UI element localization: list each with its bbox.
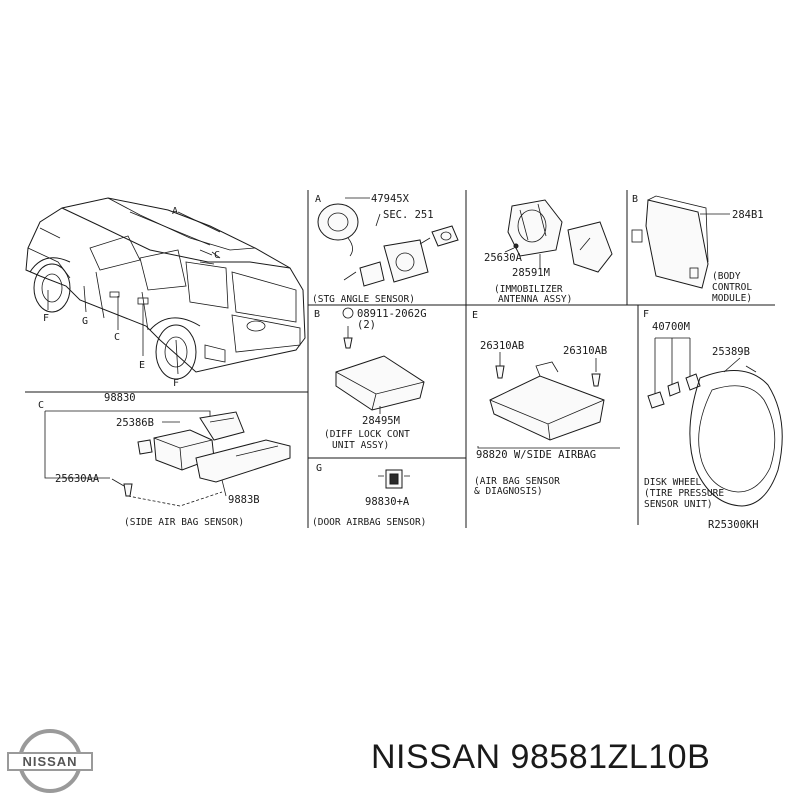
section-immobilizer: 25630A 28591M (IMMOBILIZER ANTENNA ASSY) [484, 199, 613, 305]
part-26310ab-left: 26310AB [480, 340, 524, 352]
diagram-reference-code: R25300KH [708, 519, 759, 531]
section-f-caption-2: (TIRE PRESSURE [644, 488, 724, 499]
section-f-caption-1: DISK WHEEL [644, 477, 701, 488]
section-a: A 47945X SEC. 251 (STG ANGLE SENSOR) [312, 193, 459, 305]
immobilizer-caption-1: (IMMOBILIZER [494, 284, 563, 295]
vehicle-callout-f-front: F [43, 313, 49, 324]
vehicle-callout-f-rear: F [173, 378, 179, 389]
part-40700m: 40700M [652, 321, 690, 333]
diff-lock-caption-1: (DIFF LOCK CONT [324, 429, 410, 440]
vehicle-illustration: A F G C E F C [25, 197, 306, 389]
immobilizer-caption-2: ANTENNA ASSY) [498, 294, 572, 305]
part-26310ab-right: 26310AB [563, 345, 607, 357]
section-b-letter: B [632, 194, 638, 205]
section-f: F 40700M 25389B DISK WHEEL (TIRE PRESSUR… [643, 309, 783, 510]
logo-wordmark: NISSAN [22, 754, 77, 769]
vehicle-callout-e: E [139, 360, 145, 371]
vehicle-callout-g: G [82, 316, 88, 327]
section-e-letter: E [472, 310, 478, 321]
section-f-letter: F [643, 309, 649, 320]
vehicle-callout-a: A [172, 206, 178, 217]
diff-lock-caption-2: UNIT ASSY) [332, 440, 389, 451]
section-g-letter: G [316, 463, 322, 474]
nissan-logo: NISSAN [7, 729, 93, 793]
section-c-letter: C [38, 400, 44, 411]
section-e-caption-1: (AIR BAG SENSOR [474, 476, 560, 487]
section-a-caption: (STG ANGLE SENSOR) [312, 294, 415, 305]
part-98830-a: 98830+A [365, 496, 410, 508]
part-qty-2: (2) [357, 319, 376, 331]
vehicle-callout-c-roof: C [214, 250, 220, 261]
part-25386b: 25386B [116, 417, 154, 429]
section-e-caption-2: & DIAGNOSIS) [474, 486, 543, 497]
section-diff-lock: B 08911-2062G (2) 28495M (DIFF LOCK CONT… [314, 307, 427, 451]
part-25389b: 25389B [712, 346, 750, 358]
section-b-caption-3: MODULE) [712, 293, 752, 304]
part-284b1: 284B1 [732, 209, 764, 221]
part-9883b: 9883B [228, 494, 260, 506]
part-47945x: 47945X [371, 193, 410, 205]
part-number-label: NISSAN 98581ZL10B [371, 738, 711, 776]
part-98820: 98820 W/SIDE AIRBAG [476, 449, 596, 461]
vehicle-callout-c-door: C [114, 332, 120, 343]
panel-frame [25, 190, 775, 528]
section-g: G 98830+A (DOOR AIRBAG SENSOR) [312, 463, 426, 528]
section-c: C 98830 25386B 25630AA 9883B (SIDE AIR B… [38, 392, 291, 528]
section-f-caption-3: SENSOR UNIT) [644, 499, 713, 510]
section-a-letter: A [315, 194, 321, 205]
section-c-caption: (SIDE AIR BAG SENSOR) [124, 517, 244, 528]
part-25630a: 25630A [484, 252, 523, 264]
ref-sec-251: SEC. 251 [383, 209, 434, 221]
section-b: B 284B1 (BODY CONTROL MODULE) [631, 194, 764, 304]
section-b-caption-2: CONTROL [712, 282, 752, 293]
section-e: E 26310AB 26310AB 98820 W/SIDE AIRBAG (A… [472, 310, 620, 497]
part-28495m: 28495M [362, 415, 400, 427]
section-b-caption-1: (BODY [712, 271, 741, 282]
diff-lock-letter: B [314, 309, 320, 320]
section-g-caption: (DOOR AIRBAG SENSOR) [312, 517, 426, 528]
part-25630aa: 25630AA [55, 473, 100, 485]
part-28591m: 28591M [512, 267, 550, 279]
part-98830: 98830 [104, 392, 136, 404]
part-08911-2062g: 08911-2062G [357, 308, 427, 320]
